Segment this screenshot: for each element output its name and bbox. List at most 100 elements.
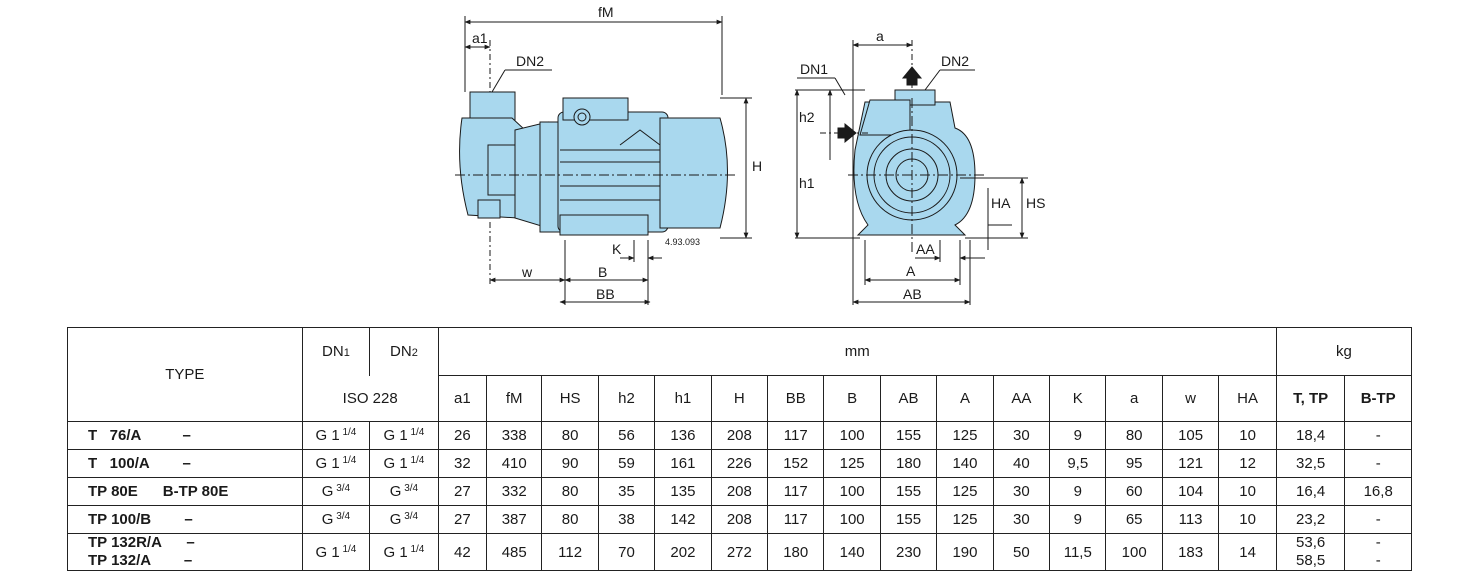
weight-line: 53,6 [1296,534,1326,551]
cell-bb: 152 [767,449,825,478]
cell-kg-b-tp: 16,8 [1344,477,1412,506]
thread-size: G 1 [315,455,340,472]
cell-h1: 142 [654,505,712,534]
cell-ab: 230 [879,533,938,571]
cell-bb: 117 [767,505,825,534]
cell-a: 125 [936,505,994,534]
cell-a: 190 [936,533,994,571]
cell-kg-t-tp: 16,4 [1275,477,1346,506]
drawing-code: 4.93.093 [665,237,700,247]
cell-a: 100 [1105,533,1163,571]
label-h1: h1 [799,175,815,191]
cell-kg-t-tp: 18,4 [1275,421,1346,450]
cell-h1: 161 [654,449,712,478]
type-line: TP 132R/A – [88,534,195,551]
cell-w: 121 [1161,449,1220,478]
label-K: K [612,241,622,257]
cell-h1: 202 [654,533,712,571]
thread-size: G 1 [315,543,340,561]
cell-dn1: G 1 1/4 [301,533,371,571]
cell-k: 9 [1049,477,1107,506]
cell-k: 9 [1049,505,1107,534]
weight-line: 58,5 [1296,552,1326,569]
cell-ab: 155 [879,421,938,450]
header-col-bb: BB [767,375,825,422]
cell-bb: 117 [767,477,825,506]
cell-dn2: G 1 1/4 [369,421,439,450]
cell-w: 183 [1161,533,1220,571]
cell-h2: 35 [597,477,656,506]
cell-bb: 117 [767,421,825,450]
cell-a: 95 [1105,449,1163,478]
cell-h2: 59 [597,449,656,478]
cell-b: 100 [823,421,881,450]
thread-size: G [389,511,402,528]
cell-h: 208 [710,505,769,534]
label-HS: HS [1026,195,1045,211]
cell-aa: 30 [992,421,1051,450]
label-H: H [752,158,762,174]
cell-k: 9,5 [1049,449,1107,478]
thread-size: G 1 [315,427,340,444]
cell-dn2: G 1 1/4 [369,449,439,478]
cell-h: 226 [710,449,769,478]
cell-h2: 70 [597,533,656,571]
side-view-labels: fM a1 DN2 H w B BB K 4.93.093 [472,4,762,302]
cell-ha: 10 [1218,421,1277,450]
label-AB: AB [903,286,922,302]
label-HA: HA [991,195,1011,211]
cell-h: 208 [710,421,769,450]
cell-w: 113 [1161,505,1220,534]
header-col-k: K [1049,375,1107,422]
weight-line: - [1375,534,1381,551]
cell-dn2: G 3/4 [369,477,439,506]
cell-hs: 80 [541,421,599,450]
type-line: TP 132/A – [88,552,193,569]
cell-type: T 100/A – [67,449,303,478]
cell-w: 105 [1161,421,1220,450]
thread-fraction: 1/4 [407,455,425,466]
cell-dn2: G 1 1/4 [369,533,439,571]
cell-h1: 136 [654,421,712,450]
header-col-b: B [823,375,881,422]
cell-w: 104 [1161,477,1220,506]
pump-drawings: fM a1 DN2 H w B BB K 4.93.093 [455,4,1045,305]
header-col-a: a [1105,375,1163,422]
cell-b: 100 [823,477,881,506]
cell-h: 272 [710,533,769,571]
header-col-ab: AB [879,375,938,422]
cell-h1: 135 [654,477,712,506]
cell-k: 11,5 [1049,533,1107,571]
header-type: TYPE [67,327,303,422]
thread-size: G 1 [383,427,408,444]
cell-b: 140 [823,533,881,571]
cell-a: 80 [1105,421,1163,450]
cell-hs: 80 [541,477,599,506]
thread-size: G [389,483,402,500]
header-col-h1: h1 [654,375,712,422]
cell-ha: 12 [1218,449,1277,478]
cell-fm: 410 [486,449,543,478]
cell-fm: 485 [486,533,543,571]
header-mm: mm [437,327,1277,376]
cell-dn2: G 3/4 [369,505,439,534]
header-col-fm: fM [486,375,543,422]
label-B: B [598,264,607,280]
cell-a1: 26 [437,421,488,450]
label-A: A [906,263,916,279]
label-dn1-front: DN1 [800,61,828,77]
side-view-drawing [455,16,752,305]
cell-h: 208 [710,477,769,506]
thread-fraction: 1/4 [407,543,425,555]
cell-type: TP 132R/A –TP 132/A – [67,533,303,571]
cell-ha: 10 [1218,477,1277,506]
cell-a: 125 [936,421,994,450]
thread-fraction: 3/4 [333,511,351,522]
cell-b: 100 [823,505,881,534]
